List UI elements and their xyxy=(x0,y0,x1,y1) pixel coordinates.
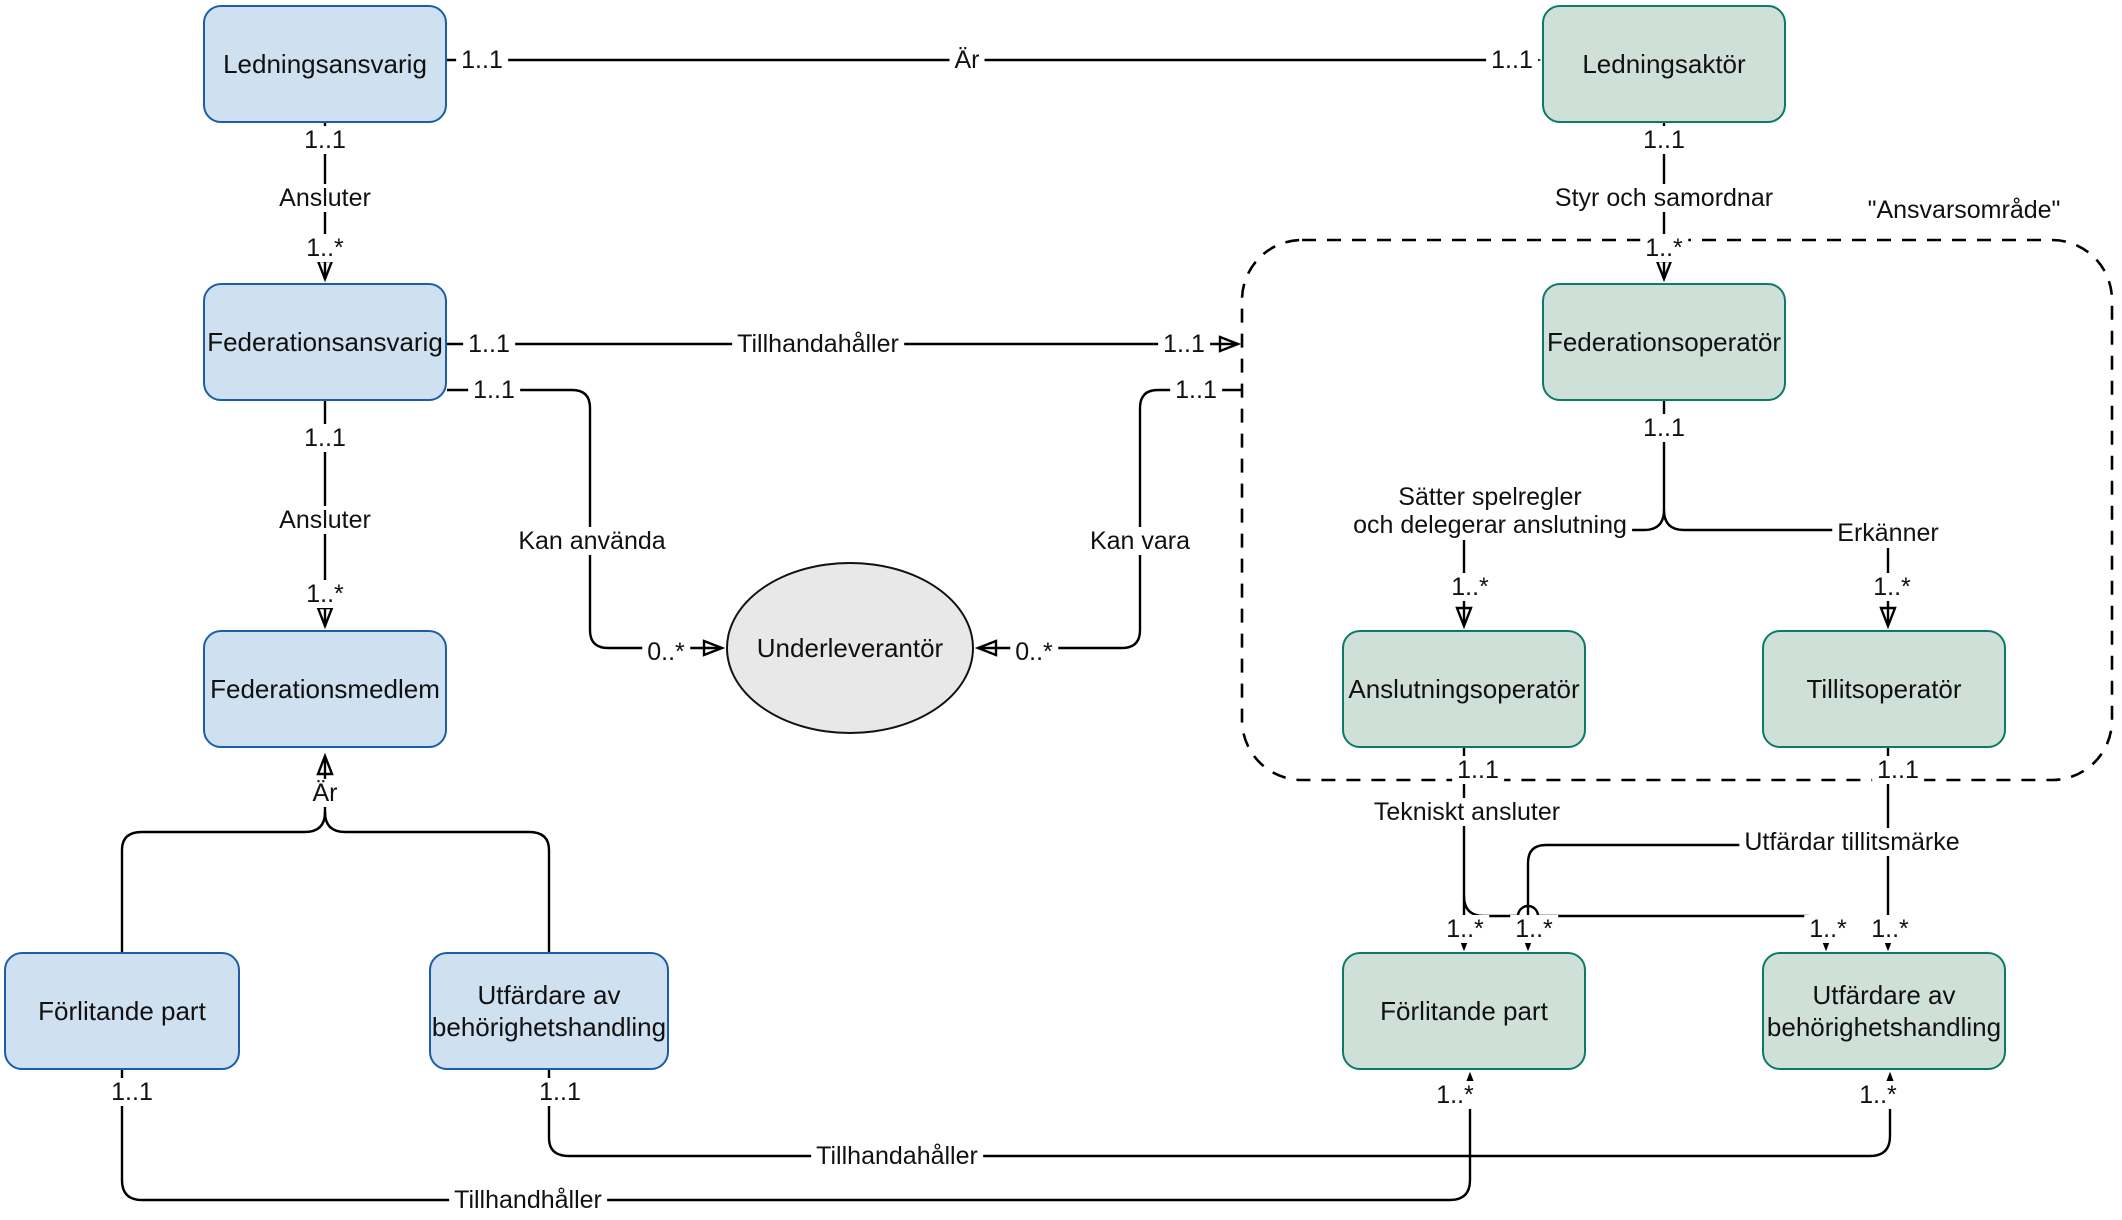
edge-label: Tillhandhåller xyxy=(449,1186,607,1214)
edge-label: 1..* xyxy=(1446,573,1494,601)
edge-label: Sätter spelregler och delegerar anslutni… xyxy=(1348,483,1632,539)
node-forlitande-part-left: Förlitande part xyxy=(4,952,240,1070)
node-tillitsoperator: Tillitsoperatör xyxy=(1762,630,2006,748)
edge-tillhandhaller-bottom xyxy=(120,1070,1479,1202)
node-ledningsansvarig: Ledningsansvarig xyxy=(203,5,447,123)
node-utfardare-right: Utfärdare av behörighetshandling xyxy=(1762,952,2006,1070)
node-label: Utfärdare av behörighetshandling xyxy=(1766,979,2002,1043)
edge-label: 1..1 xyxy=(299,126,351,154)
edge-label: 1..* xyxy=(1640,234,1688,262)
edge-label: 1..1 xyxy=(1638,126,1690,154)
boundary-label: "Ansvarsområde" xyxy=(1862,196,2066,224)
node-label: Federationsoperatör xyxy=(1546,326,1782,357)
node-label: Anslutningsoperatör xyxy=(1348,673,1580,704)
edge-label: 1..* xyxy=(1866,915,1914,943)
edge-kan-anvanda xyxy=(447,388,726,657)
edge-label: 1..1 xyxy=(534,1078,586,1106)
node-anslutningsoperator: Anslutningsoperatör xyxy=(1342,630,1586,748)
edge-label: 1..* xyxy=(1804,915,1852,943)
edge-label: 1..* xyxy=(1854,1081,1902,1109)
node-forlitande-part-right: Förlitande part xyxy=(1342,952,1586,1070)
edge-label: 1..1 xyxy=(1158,330,1210,358)
edge-label: Kan använda xyxy=(513,527,671,555)
edge-label: 1..1 xyxy=(106,1078,158,1106)
edge-label: Tillhandahåller xyxy=(811,1142,983,1170)
node-ledningsaktor: Ledningsaktör xyxy=(1542,5,1786,123)
edge-label: 1..* xyxy=(301,580,349,608)
node-federationsoperator: Federationsoperatör xyxy=(1542,283,1786,401)
node-label: Utfärdare av behörighetshandling xyxy=(431,979,667,1043)
node-federationsmedlem: Federationsmedlem xyxy=(203,630,447,748)
node-label: Förlitande part xyxy=(1380,995,1548,1026)
edge-label: 1..* xyxy=(1510,915,1558,943)
node-underleverantor: Underleverantör xyxy=(726,562,974,734)
node-label: Underleverantör xyxy=(756,632,944,663)
edge-label: Erkänner xyxy=(1832,519,1944,547)
edge-label: 1..1 xyxy=(299,424,351,452)
edge-kan-vara xyxy=(974,388,1242,657)
edge-label: Styr och samordnar xyxy=(1549,184,1779,212)
edge-label: Ansluter xyxy=(274,184,376,212)
edge-label: Kan vara xyxy=(1084,527,1196,555)
edge-label: 1..1 xyxy=(1486,46,1538,74)
node-label: Federationsansvarig xyxy=(207,326,443,357)
edge-label: 1..1 xyxy=(1170,376,1222,404)
node-utfardare-left: Utfärdare av behörighetshandling xyxy=(429,952,669,1070)
edge-label: Tekniskt ansluter xyxy=(1368,798,1566,826)
edge-label: 1..1 xyxy=(468,376,520,404)
node-label: Ledningsaktör xyxy=(1582,48,1746,79)
edge-label: 1..* xyxy=(1431,1081,1479,1109)
edge-label: 0..* xyxy=(1010,638,1058,666)
node-federationsansvarig: Federationsansvarig xyxy=(203,283,447,401)
edge-label: Är xyxy=(307,779,343,807)
node-label: Tillitsoperatör xyxy=(1806,673,1962,704)
edge-tillhandahaller-bottom xyxy=(547,1070,1899,1158)
edge-label: 1..* xyxy=(1868,573,1916,601)
edge-label: Ansluter xyxy=(274,506,376,534)
node-label: Förlitande part xyxy=(38,995,206,1026)
edge-label: 1..1 xyxy=(456,46,508,74)
node-label: Ledningsansvarig xyxy=(223,48,427,79)
edge-label: 1..1 xyxy=(1872,756,1924,784)
edge-label: 1..* xyxy=(301,234,349,262)
edge-label: 1..1 xyxy=(1638,414,1690,442)
edge-label: 1..* xyxy=(1441,915,1489,943)
edge-label: Är xyxy=(949,46,985,74)
edge-label: 1..1 xyxy=(463,330,515,358)
edge-label: Utfärdar tillitsmärke xyxy=(1739,828,1965,856)
edge-label: 1..1 xyxy=(1452,756,1504,784)
edge-label: Tillhandahåller xyxy=(732,330,904,358)
node-label: Federationsmedlem xyxy=(210,673,440,704)
edge-label: 0..* xyxy=(642,638,690,666)
